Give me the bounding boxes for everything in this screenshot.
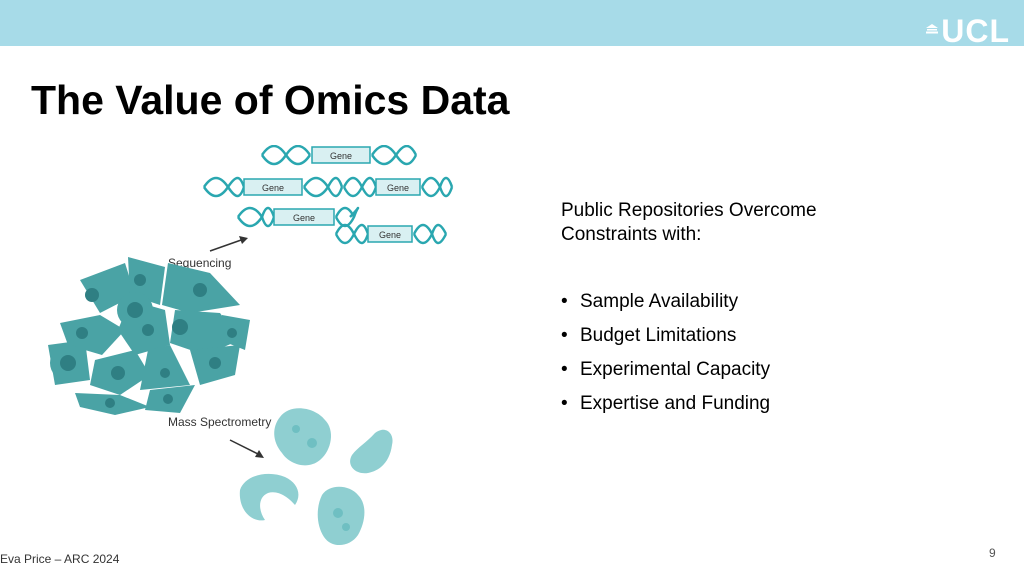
dna-strand-2: Gene	[202, 176, 344, 198]
bullet-icon: •	[561, 291, 568, 312]
list-item: • Budget Limitations	[561, 323, 770, 357]
arrow-icon	[229, 439, 264, 458]
logo-text: UCL	[941, 13, 1010, 49]
dna-strand-3: Gene	[342, 176, 454, 198]
arrow-icon	[209, 236, 248, 252]
bullet-icon: •	[561, 359, 568, 380]
ucl-logo: UCL	[926, 14, 1010, 48]
dna-strand-5: Gene	[334, 223, 448, 245]
slide-title: The Value of Omics Data	[31, 77, 510, 123]
bullet-text: Expertise and Funding	[580, 393, 771, 414]
sequencing-label: Sequencing	[168, 256, 231, 270]
gene-label: Gene	[293, 213, 315, 223]
protein-cluster	[239, 408, 393, 546]
bullet-text: Sample Availability	[580, 291, 739, 312]
intro-text: Public Repositories Overcome Constraints…	[561, 200, 817, 245]
gene-label: Gene	[387, 183, 409, 193]
bullet-list: • Sample Availability • Budget Limitations…	[561, 289, 770, 425]
omics-illustration: Gene Gene Gene Gene Gene Sequencing	[48, 145, 454, 546]
mass-spec-label: Mass Spectrometry	[168, 415, 271, 429]
gene-label: Gene	[330, 151, 352, 161]
dna-strand-1: Gene	[260, 145, 418, 166]
dna-strand-4: Gene	[236, 206, 360, 228]
bullet-text: Budget Limitations	[580, 325, 737, 346]
bullet-text: Experimental Capacity	[580, 359, 771, 380]
list-item: • Sample Availability	[561, 289, 770, 323]
page-number: 9	[989, 546, 996, 560]
gene-label: Gene	[262, 183, 284, 193]
list-item: • Experimental Capacity	[561, 357, 770, 391]
list-item: • Expertise and Funding	[561, 391, 770, 425]
bullet-icon: •	[561, 393, 568, 414]
footer-author: Eva Price – ARC 2024	[0, 552, 120, 566]
bullet-icon: •	[561, 325, 568, 346]
gene-label: Gene	[379, 230, 401, 240]
portico-icon	[926, 24, 939, 34]
cell-cluster	[48, 257, 250, 415]
header-bar: UCL	[0, 0, 1024, 48]
